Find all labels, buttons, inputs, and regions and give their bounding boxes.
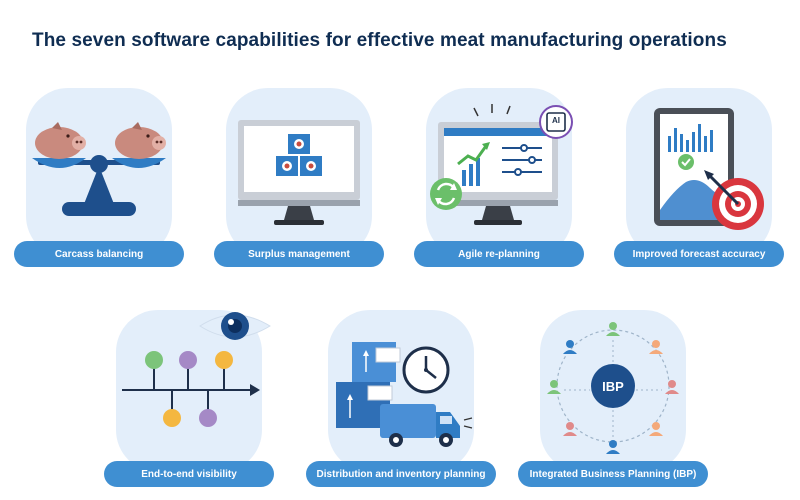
capability-improved-forecast-accuracy: Improved forecast accuracy: [614, 88, 784, 270]
ibp-network-icon: [547, 322, 679, 454]
truck-clock-icon: [336, 342, 473, 447]
capability-label: Distribution and inventory planning: [306, 461, 496, 487]
ibp-badge-text: IBP: [602, 379, 624, 394]
capability-carcass-balancing: Carcass balancing: [14, 88, 184, 270]
capability-surplus-management: Surplus management: [214, 88, 384, 270]
capability-integrated-business-planning: IBP Integrated Business Planning (IBP): [518, 306, 708, 488]
person-icon: [606, 322, 620, 336]
monitor-chart-ai-icon: [430, 104, 573, 225]
scale-with-pigs-icon: [32, 122, 166, 216]
capability-label: Carcass balancing: [14, 241, 184, 267]
capability-label: Agile re-planning: [414, 241, 584, 267]
capability-label: End-to-end visibility: [104, 461, 274, 487]
ai-badge-text: AI: [552, 116, 560, 125]
monitor-boxes-icon: [238, 120, 360, 225]
tablet-target-icon: [654, 108, 764, 230]
eye-timeline-icon: [122, 312, 271, 427]
capability-label: Surplus management: [214, 241, 384, 267]
capability-label: Integrated Business Planning (IBP): [518, 461, 708, 487]
capability-label: Improved forecast accuracy: [614, 241, 784, 267]
capability-end-to-end-visibility: End-to-end visibility: [104, 306, 274, 488]
capability-distribution-inventory-planning: Distribution and inventory planning: [306, 306, 496, 488]
page-title: The seven software capabilities for effe…: [32, 30, 727, 51]
capability-agile-re-planning: AI Agile re-planning: [414, 88, 584, 270]
